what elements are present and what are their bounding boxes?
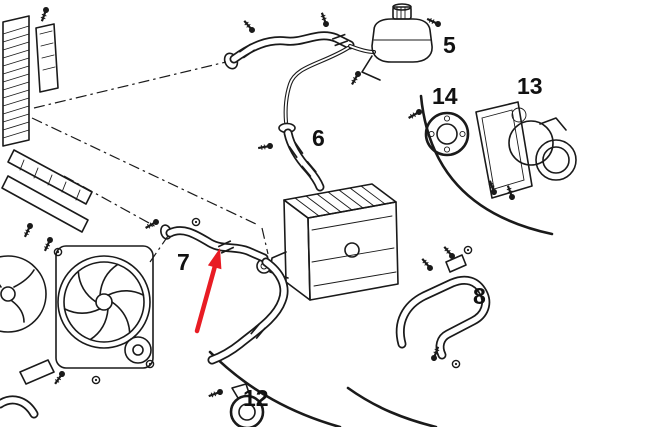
bolt-icon bbox=[41, 234, 56, 254]
bolt-icon bbox=[21, 220, 36, 240]
pump-gasket bbox=[406, 106, 470, 157]
frame-bracket bbox=[1, 149, 93, 254]
expansion-tank bbox=[348, 3, 444, 87]
washer-icon bbox=[191, 217, 201, 227]
washer-icon bbox=[451, 359, 461, 369]
radiator-bracket bbox=[35, 5, 59, 93]
bolt-icon bbox=[206, 387, 225, 401]
support-bracket bbox=[395, 243, 491, 369]
bolt-icon bbox=[143, 216, 162, 232]
fan-assembly bbox=[0, 245, 155, 369]
bolt-icon bbox=[348, 68, 364, 87]
bolt-icon bbox=[418, 255, 436, 274]
lower-hose bbox=[207, 257, 289, 365]
fan-blades bbox=[63, 263, 145, 341]
bolt-icon bbox=[37, 5, 51, 24]
thermostat-housing bbox=[206, 383, 265, 427]
bolt-icon bbox=[440, 243, 458, 262]
washer-icon bbox=[145, 359, 155, 369]
bolt-icon bbox=[240, 17, 258, 36]
callout-14: 14 bbox=[432, 83, 458, 109]
leader-arcs bbox=[208, 94, 554, 427]
callout-13: 13 bbox=[517, 73, 543, 99]
heater-hose bbox=[143, 216, 269, 263]
callout-6: 6 bbox=[312, 125, 325, 151]
washer-icon bbox=[91, 375, 101, 385]
callout-7: 7 bbox=[177, 249, 190, 275]
alignment-centerlines bbox=[31, 61, 269, 263]
lower-left-hardware bbox=[0, 359, 101, 419]
arrow-shaft bbox=[194, 264, 217, 334]
radiator bbox=[2, 15, 30, 147]
arrow-head bbox=[207, 248, 222, 270]
callout-12: 12 bbox=[243, 385, 269, 411]
bolt-icon bbox=[256, 141, 275, 153]
callout-5: 5 bbox=[443, 32, 456, 58]
washer-icon bbox=[463, 245, 473, 255]
water-outlet-pipe bbox=[256, 122, 325, 192]
bolt-icon bbox=[317, 10, 331, 29]
vent-pipe bbox=[283, 44, 376, 124]
bolt-icon bbox=[406, 106, 425, 122]
water-pump bbox=[475, 101, 577, 202]
pointer-arrow-annotation bbox=[194, 248, 222, 334]
upper-radiator-hose bbox=[223, 10, 355, 70]
callout-8: 8 bbox=[473, 283, 486, 309]
